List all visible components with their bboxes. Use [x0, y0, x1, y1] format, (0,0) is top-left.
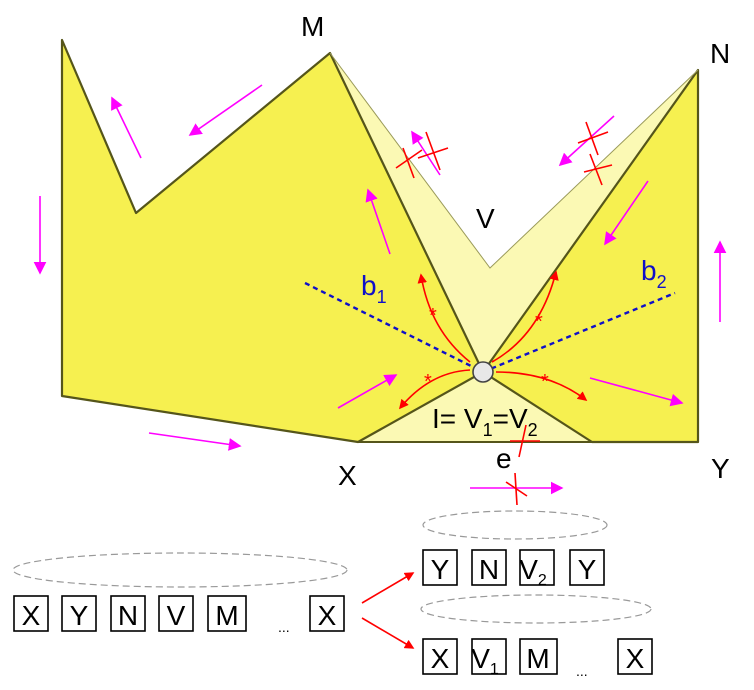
magenta-arrow-4: [148, 432, 242, 451]
magenta-arrow-6: [365, 188, 391, 255]
seq-left-item-6: X: [309, 595, 345, 632]
seq-br-item-2: M: [519, 638, 558, 675]
label-x: X: [338, 460, 357, 491]
svg-text:V: V: [167, 600, 186, 631]
svg-text:X: X: [318, 600, 337, 631]
seq-left-item-4: M: [207, 595, 247, 632]
seq-tr-item-0: Y: [422, 549, 458, 586]
asterisk-1: *: [429, 305, 437, 327]
split-arrows: [361, 572, 415, 649]
eq-sub2: 2: [528, 420, 538, 440]
eq-part1: I= V: [432, 403, 483, 434]
sequence-top-right: Y N V2 Y: [422, 549, 605, 589]
bisector-b1: [304, 281, 484, 374]
cross-mark-3: [577, 121, 609, 156]
magenta-arrows: [33, 84, 727, 495]
sequence-left: X Y N V M ... X: [13, 595, 345, 635]
magenta-arrow-2: [188, 84, 263, 136]
seq-left-ellipsis: ...: [278, 619, 290, 635]
cross-mark-1: [395, 147, 423, 179]
red-arrow-downright: [495, 371, 588, 401]
svg-text:V2: V2: [519, 554, 547, 589]
seq-left-item-3: V: [158, 595, 194, 632]
red-angle-arrows: [398, 270, 588, 410]
equation-label: I= V1=V2: [432, 403, 538, 440]
asterisk-4: *: [541, 371, 549, 393]
magenta-arrow-11: [589, 377, 684, 407]
pocket-edge-mvn: [329, 52, 699, 269]
magenta-arrow-1: [111, 96, 142, 159]
magenta-arrow-9: [604, 180, 649, 246]
red-arrow-upright: [491, 270, 559, 363]
ellipse-bottom-right: [420, 594, 652, 624]
seq-br-item-4: X: [617, 638, 653, 675]
svg-text:X: X: [22, 600, 41, 631]
svg-text:V1: V1: [471, 643, 499, 678]
svg-text:N: N: [479, 554, 499, 585]
seq-left-item-1: Y: [61, 595, 97, 632]
label-e: e: [496, 443, 512, 474]
svg-text:M: M: [526, 643, 549, 674]
seq-tr-item-1: N: [471, 549, 507, 586]
label-b2: b2: [641, 255, 667, 292]
vertex-i-point: [472, 361, 494, 383]
asterisk-3: *: [535, 311, 543, 333]
eq-sub1: 1: [483, 420, 493, 440]
label-v: V: [476, 203, 495, 234]
svg-text:Y: Y: [431, 554, 450, 585]
ellipse-top-right: [422, 510, 608, 540]
cross-mark-5: [510, 424, 540, 458]
split-arrow-up: [361, 572, 415, 604]
split-arrow-down: [361, 617, 415, 649]
seq-br-ellipsis: ...: [576, 663, 588, 679]
magenta-arrow-5: [337, 374, 398, 409]
svg-text:X: X: [626, 643, 645, 674]
seq-left-item-2: N: [110, 595, 146, 632]
label-b2-base: b: [641, 255, 657, 286]
eq-part2: =V: [493, 403, 528, 434]
red-arrow-upleft: [417, 273, 471, 363]
svg-text:M: M: [215, 600, 238, 631]
cross-mark-4: [583, 153, 613, 186]
sequence-bottom-right: X V1 M ... X: [422, 638, 653, 679]
angle-asterisks: * * * *: [424, 305, 549, 393]
svg-text:N: N: [118, 600, 138, 631]
label-b2-sub: 2: [657, 272, 667, 292]
svg-text:Y: Y: [70, 600, 89, 631]
left-polygon: [60, 38, 485, 444]
label-y: Y: [711, 453, 730, 484]
red-cross-marks: [395, 121, 613, 506]
red-arrow-downleft: [398, 369, 471, 410]
seq-left-item-0: X: [13, 595, 49, 632]
label-b1-sub: 1: [377, 287, 387, 307]
cross-mark-2: [417, 131, 449, 171]
label-m: M: [301, 11, 324, 42]
label-n: N: [710, 38, 730, 69]
ellipse-left: [12, 552, 348, 588]
svg-text:Y: Y: [578, 554, 597, 585]
svg-text:X: X: [431, 643, 450, 674]
label-b1: b1: [361, 270, 387, 307]
cross-mark-6: [505, 472, 528, 506]
seq-tr-item-2: V2: [519, 549, 555, 589]
seq-br-item-1: V1: [471, 638, 507, 678]
seq-tr-item-3: Y: [569, 549, 605, 586]
bisector-b2: [482, 291, 676, 374]
seq-br-item-0: X: [422, 638, 458, 675]
magenta-arrow-7: [411, 130, 441, 176]
label-b1-base: b: [361, 270, 377, 301]
asterisk-2: *: [424, 371, 432, 393]
